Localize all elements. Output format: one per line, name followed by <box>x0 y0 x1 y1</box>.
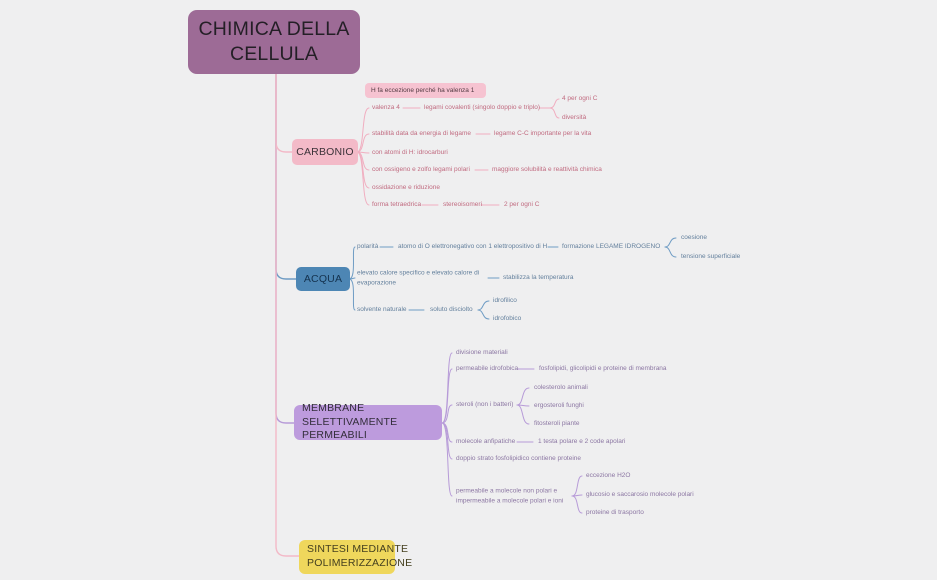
topic-ergosteroli-funghi[interactable]: ergosteroli funghi <box>534 402 584 410</box>
topic-stereoisomeri[interactable]: stereoisomeri <box>443 201 483 209</box>
topic-solvente-naturale[interactable]: solvente naturale <box>357 306 407 314</box>
topic-glucosio-saccarosio[interactable]: glucosio e saccarosio molecole polari <box>586 491 694 499</box>
topic-soluto-disciolto[interactable]: soluto disciolto <box>430 306 473 314</box>
topic-2-per-ogni-c[interactable]: 2 per ogni C <box>504 201 540 209</box>
topic-idrofilico[interactable]: idrofilico <box>493 297 517 305</box>
topic-forma-tetraedrica[interactable]: forma tetraedrica <box>372 201 422 209</box>
root-node-chimica-della-cellula[interactable]: CHIMICA DELLA CELLULA <box>188 10 360 74</box>
branch-node-acqua[interactable]: ACQUA <box>296 267 350 291</box>
topic-stabilizza-temperatura[interactable]: stabilizza la temperatura <box>503 274 574 282</box>
topic-legame-cc[interactable]: legame C-C importante per la vita <box>494 130 592 138</box>
topic-4-per-ogni-c[interactable]: 4 per ogni C <box>562 95 598 103</box>
branch-node-carbonio[interactable]: CARBONIO <box>292 139 358 165</box>
topic-idrocarburi[interactable]: con atomi di H: idrocarburi <box>372 149 448 157</box>
topic-valenza-4[interactable]: valenza 4 <box>372 104 400 112</box>
topic-doppio-strato[interactable]: doppio strato fosfolipidico contiene pro… <box>456 455 582 463</box>
topic-divisione-materiali[interactable]: divisione materiali <box>456 349 508 357</box>
topic-calore-specifico[interactable]: elevato calore specifico e elevato calor… <box>357 269 480 286</box>
topic-proteine-trasporto[interactable]: proteine di trasporto <box>586 509 644 517</box>
topic-stabilita-energia-legame[interactable]: stabilità data da energia di legame <box>372 130 472 138</box>
topic-legami-polari[interactable]: con ossigeno e zolfo legami polari <box>372 166 470 174</box>
topic-colesterolo-animali[interactable]: colesterolo animali <box>534 384 588 392</box>
topic-legami-covalenti[interactable]: legami covalenti (singolo doppio e tripl… <box>424 104 540 112</box>
topic-molecole-anfipatiche[interactable]: molecole anfipatiche <box>456 438 516 446</box>
topic-atomo-o-elettronegativo[interactable]: atomo di O elettronegativo con 1 elettro… <box>398 243 548 251</box>
topic-steroli[interactable]: steroli (non i batteri) <box>456 401 514 409</box>
topic-fitosteroli-piante[interactable]: fitosteroli piante <box>534 420 580 428</box>
topic-coesione[interactable]: coesione <box>681 234 708 242</box>
topic-fosfolipidi-glicolipidi[interactable]: fosfolipidi, glicolipidi e proteine di m… <box>539 365 667 373</box>
topic-testa-polare-code-apolari[interactable]: 1 testa polare e 2 code apolari <box>538 438 626 446</box>
topic-permeabilita-molecole[interactable]: permeabile a molecole non polari e imper… <box>456 487 564 504</box>
topic-idrofobico[interactable]: idrofobico <box>493 315 522 323</box>
topic-solubilita-reattivita[interactable]: maggiore solubilità e reattività chimica <box>492 166 602 174</box>
topic-permeabile-idrofobica[interactable]: permeabile idrofobica <box>456 365 519 373</box>
branch-node-membrane[interactable]: MEMBRANE SELETTIVAMENTE PERMEABILI <box>294 402 442 441</box>
topic-eccezione-h2o[interactable]: eccezione H2O <box>586 472 631 480</box>
topic-legame-idrogeno[interactable]: formazione LEGAME IDROGENO <box>562 243 661 251</box>
topic-polarita[interactable]: polarità <box>357 243 379 251</box>
topic-tensione-superficiale[interactable]: tensione superficiale <box>681 253 741 261</box>
topic-ossidazione-riduzione[interactable]: ossidazione e riduzione <box>372 184 440 192</box>
topic-diversita[interactable]: diversità <box>562 114 587 122</box>
note-valenza-eccezione[interactable]: H fa eccezione perché ha valenza 1 <box>365 83 486 98</box>
branch-node-sintesi[interactable]: SINTESI MEDIANTE POLIMERIZZAZIONE <box>299 540 412 574</box>
